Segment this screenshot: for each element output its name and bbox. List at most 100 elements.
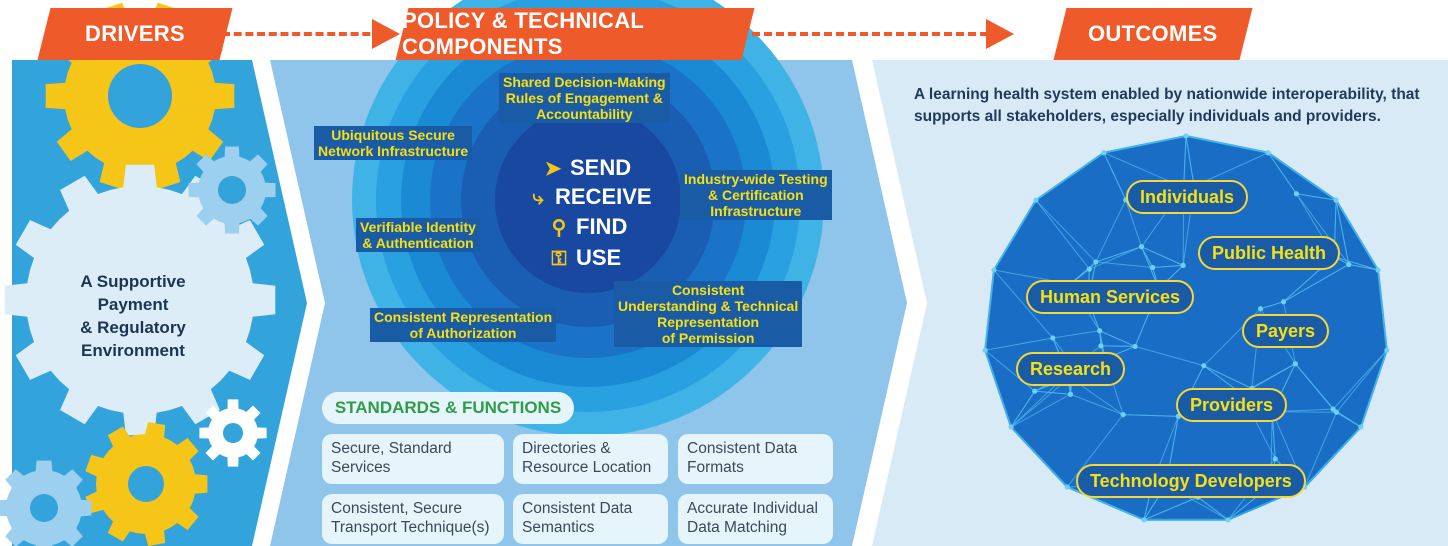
network-node xyxy=(1272,456,1278,462)
network-edge xyxy=(1035,199,1090,270)
network-edge xyxy=(993,199,1037,271)
network-node xyxy=(1093,259,1099,265)
function-box: Consistent, Secure Transport Technique(s… xyxy=(322,494,504,544)
network-edge xyxy=(1125,199,1142,247)
header-outcomes: OUTCOMES xyxy=(1053,8,1253,60)
network-node xyxy=(1330,406,1336,412)
ring xyxy=(495,107,681,293)
network-edge xyxy=(1185,135,1269,154)
function-box: Consistent Data Semantics xyxy=(513,494,668,544)
network-edge xyxy=(1095,261,1153,269)
network-edge xyxy=(1267,152,1337,201)
network-edge xyxy=(1294,363,1334,410)
network-edge xyxy=(1360,350,1388,428)
network-node xyxy=(1086,266,1092,272)
network-edge xyxy=(984,350,1012,428)
network-node xyxy=(1150,264,1156,271)
network-edge xyxy=(1185,135,1195,187)
verb-label: RECEIVE xyxy=(555,184,652,209)
network-edge xyxy=(993,269,1054,339)
gear-hole xyxy=(30,494,58,522)
network-edge xyxy=(1123,414,1179,417)
ring-label: Shared Decision-Making Rules of Engageme… xyxy=(499,73,670,123)
function-box: Accurate Individual Data Matching xyxy=(678,494,833,544)
header-drivers-label: DRIVERS xyxy=(85,21,185,46)
network-edge xyxy=(1304,412,1337,488)
network-edge xyxy=(1203,365,1253,389)
verb-label: USE xyxy=(576,245,622,270)
network-node xyxy=(1132,343,1138,350)
ring-label: Consistent Understanding & Technical Rep… xyxy=(614,281,803,347)
receive-arrow-icon: ⤷ xyxy=(532,187,544,209)
network-edge xyxy=(1335,200,1350,265)
verb-receive: ⤷ RECEIVE xyxy=(525,184,652,211)
network-edge xyxy=(1034,390,1071,395)
network-node xyxy=(1032,388,1038,394)
network-node xyxy=(991,267,997,273)
network-edge xyxy=(1141,246,1184,266)
gear-hole xyxy=(108,64,172,128)
network-edge xyxy=(1283,264,1350,303)
network-edge xyxy=(1267,152,1297,195)
network-edge xyxy=(1089,246,1142,270)
network-edge xyxy=(1197,496,1229,521)
verb-label: SEND xyxy=(570,155,632,180)
function-box: Consistent Data Formats xyxy=(678,434,833,484)
network-edge xyxy=(1333,256,1379,271)
key-icon: ⚿ xyxy=(551,248,567,270)
network-node xyxy=(1098,343,1104,349)
stakeholder-pill: Individuals xyxy=(1126,180,1249,214)
network-node xyxy=(1067,391,1074,397)
ring-label: Industry-wide Testing & Certification In… xyxy=(680,170,832,220)
verb-find: ⚲FIND xyxy=(546,214,628,241)
network-node xyxy=(982,347,988,353)
verb-send: ➤SEND xyxy=(540,155,632,182)
header-components-label: POLICY & TECHNICAL COMPONENTS xyxy=(402,8,644,59)
network-edge xyxy=(1095,246,1142,263)
network-edge xyxy=(1377,269,1388,351)
network-edge xyxy=(1336,349,1388,413)
network-node xyxy=(1293,191,1299,197)
network-node xyxy=(1201,363,1207,369)
network-edge xyxy=(1095,199,1127,263)
network-node xyxy=(1384,347,1390,353)
network-edge xyxy=(1052,330,1100,339)
network-edge xyxy=(1035,152,1105,201)
network-edge xyxy=(1260,301,1284,310)
network-node xyxy=(1033,197,1039,203)
network-node xyxy=(1375,267,1381,273)
network-edge xyxy=(1304,426,1362,488)
stakeholder-pill: Public Health xyxy=(1198,236,1341,270)
arrow-drivers-to-components xyxy=(222,32,382,36)
standards-title: STANDARDS & FUNCTIONS xyxy=(322,392,574,424)
network-edge xyxy=(1010,393,1071,428)
network-node xyxy=(1225,517,1231,523)
network-node xyxy=(1120,412,1126,418)
network-edge xyxy=(1335,199,1379,271)
network-node xyxy=(1064,484,1070,490)
gear-hole xyxy=(218,176,246,204)
stakeholder-pill: Research xyxy=(1016,352,1126,386)
network-edge xyxy=(1035,199,1097,263)
network-node xyxy=(1097,328,1103,334)
network-node xyxy=(1333,197,1339,203)
network-node xyxy=(1257,306,1264,312)
network-edge xyxy=(1296,193,1337,201)
network-edge xyxy=(1348,264,1379,271)
gear-hole xyxy=(128,466,164,502)
function-box: Secure, Standard Services xyxy=(322,434,504,484)
ring-label: Consistent Representation of Authorizati… xyxy=(370,308,557,342)
network-edge xyxy=(1070,393,1124,416)
network-node xyxy=(1333,409,1340,415)
function-box: Directories & Resource Location xyxy=(513,434,668,484)
network-edge xyxy=(1152,264,1184,269)
outcomes-description: A learning health system enabled by nati… xyxy=(914,86,1420,125)
network-edge xyxy=(1134,345,1204,367)
network-edge xyxy=(1143,496,1199,521)
stakeholder-pill: Technology Developers xyxy=(1076,464,1306,498)
ring-label: Verifiable Identity & Authentication xyxy=(356,218,480,252)
network-edge xyxy=(1103,135,1187,154)
network-edge xyxy=(1010,390,1036,428)
network-node xyxy=(1183,133,1189,139)
